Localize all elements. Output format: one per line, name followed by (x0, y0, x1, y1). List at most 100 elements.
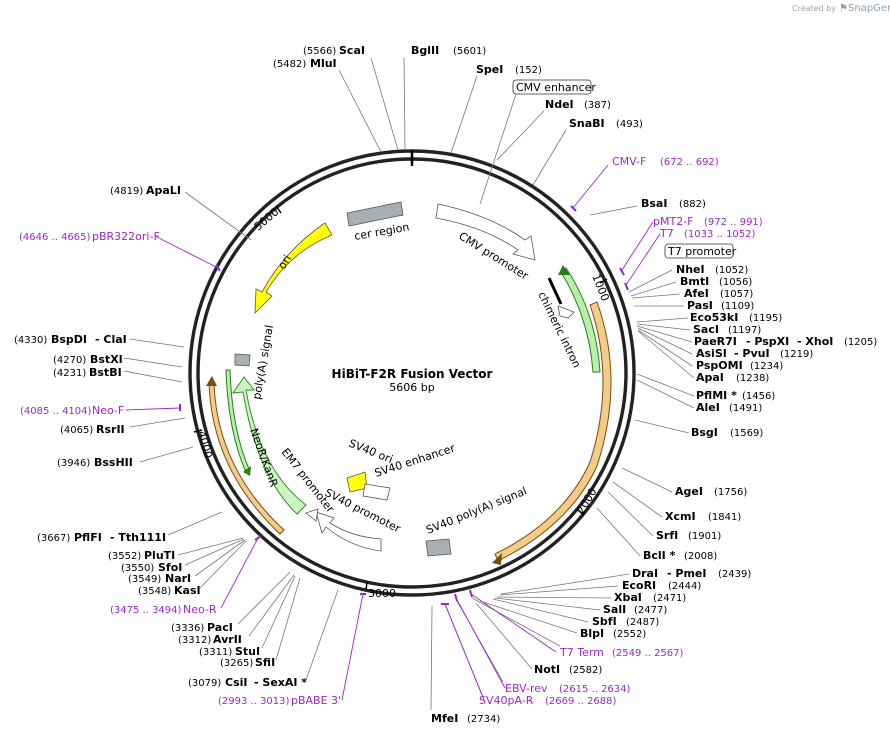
enzyme-xcmi[interactable]: XcmI (1841) (665, 510, 741, 523)
enzyme-paci[interactable]: (3336) PacI (171, 621, 233, 634)
enzyme-scai[interactable]: (5566) ScaI (303, 44, 365, 57)
enzyme-mlui[interactable]: (5482) MluI (273, 57, 337, 70)
enzyme-nhei[interactable]: NheI (1052) (676, 263, 748, 276)
enzyme-bglii[interactable]: BglII (5601) (411, 44, 486, 57)
svg-text:(1195): (1195) (749, 313, 782, 324)
enzyme-pluti[interactable]: (3552) PluTI (108, 549, 175, 562)
primer-pbabe3[interactable]: (2993 .. 3013) pBABE 3' (218, 694, 341, 707)
svg-text:KasI: KasI (174, 584, 201, 597)
orange-inner-orf[interactable] (208, 382, 285, 535)
primer-t7[interactable]: T7 (1033 .. 1052) (659, 227, 756, 240)
enzyme-ndei[interactable]: NdeI (387) (545, 98, 611, 111)
enzyme-bsshii[interactable]: (3946) BssHII (57, 456, 133, 469)
enzyme-sfoi[interactable]: (3550) SfoI (121, 561, 182, 574)
enzyme-pflmi[interactable]: PflMI * (1456) (696, 389, 775, 402)
svg-text:(3946): (3946) (57, 458, 90, 469)
enzyme-rsrii[interactable]: (4065) RsrII (60, 423, 125, 436)
enzyme-eco53ki[interactable]: Eco53kI (1195) (690, 311, 782, 324)
enzyme-bsgi[interactable]: BsgI (1569) (691, 426, 763, 439)
feature-cmv-enhancer-tag[interactable]: CMV enhancer (512, 79, 596, 95)
svg-text:CMV-F: CMV-F (612, 155, 646, 168)
neor-kanr-feature[interactable] (231, 376, 307, 515)
enzyme-bstbi[interactable]: (4231) BstBI (53, 366, 122, 379)
enzyme-ecori[interactable]: EcoRI (2444) (622, 579, 701, 592)
sv40-promoter-feature[interactable] (315, 511, 382, 552)
feature-t7-promoter-tag[interactable]: T7 promoter (664, 243, 737, 259)
enzyme-bcli[interactable]: BclI * (2008) (643, 549, 717, 562)
primer-neo-r[interactable]: (3475 .. 3494) Neo-R (110, 603, 217, 616)
svg-text:(882): (882) (679, 199, 706, 210)
enzyme-pflfi[interactable]: (3667) PflFI - Tth111I (37, 531, 166, 544)
primer-t7-term[interactable]: T7 Term (2549 .. 2567) (559, 646, 684, 659)
cer-region-feature[interactable] (346, 201, 404, 227)
svg-text:(4330): (4330) (14, 335, 47, 346)
cmv-promoter-feature[interactable] (435, 203, 536, 261)
enzyme-sfii[interactable]: (3265) SfiI (220, 656, 275, 669)
tick-3000-mark (365, 581, 368, 591)
svg-text:(5566): (5566) (303, 46, 336, 57)
primer-cmv-f[interactable]: CMV-F (672 .. 692) (612, 155, 719, 168)
primer-ebv-rev[interactable]: EBV-rev (2615 .. 2634) (505, 682, 631, 695)
enzyme-afei[interactable]: AfeI (1057) (684, 287, 753, 300)
tick-5000-mark (275, 205, 282, 214)
green-orf-feature[interactable] (560, 267, 601, 373)
enzyme-bsai[interactable]: BsaI (882) (641, 197, 706, 210)
enzyme-pasi[interactable]: PasI (1109) (687, 299, 754, 312)
svg-text:- PspXI: - PspXI (746, 335, 789, 348)
chimeric-intron-arrow[interactable] (557, 305, 575, 319)
enzyme-xbai[interactable]: XbaI (2471) (614, 591, 686, 604)
svg-text:MluI: MluI (310, 57, 337, 70)
enzyme-noti[interactable]: NotI (2582) (534, 663, 602, 676)
enzyme-bspdi[interactable]: (4330) BspDI - ClaI (14, 333, 127, 346)
enzyme-bmti[interactable]: BmtI (1056) (680, 275, 752, 288)
enzyme-asisi[interactable]: AsiSI - PvuI (1219) (696, 347, 813, 360)
enzyme-nari[interactable]: (3549) NarI (128, 572, 191, 585)
enzyme-spei[interactable]: SpeI (152) (476, 63, 542, 76)
enzyme-alei[interactable]: AleI (1491) (696, 401, 762, 414)
svg-text:SV40pA-R: SV40pA-R (479, 694, 534, 707)
primer-pmt2-f[interactable]: pMT2-F (972 .. 991) (653, 215, 763, 228)
svg-text:AgeI: AgeI (675, 485, 703, 498)
svg-text:BssHII: BssHII (94, 456, 133, 469)
primer-sv40pa-r[interactable]: SV40pA-R (2669 .. 2688) (479, 694, 617, 707)
svg-text:StuI: StuI (235, 645, 260, 658)
svg-text:(2487): (2487) (626, 617, 659, 628)
svg-text:RsrII: RsrII (96, 423, 125, 436)
enzyme-stui[interactable]: (3311) StuI (199, 645, 260, 658)
primer-neo-f[interactable]: (4085 .. 4104) Neo-F (20, 404, 124, 417)
enzyme-mfei[interactable]: MfeI (2734) (431, 712, 500, 725)
orange-orf-feature[interactable] (494, 301, 612, 562)
enzyme-blpi[interactable]: BlpI (2552) (580, 627, 646, 640)
svg-text:DraI: DraI (632, 567, 658, 580)
sv40-polya-feature[interactable] (425, 538, 452, 557)
enzyme-bstxi[interactable]: (4270) BstXI (53, 353, 123, 366)
enzyme-avrii[interactable]: (3312) AvrII (178, 633, 242, 646)
primer-pbr322ori-f[interactable]: (4646 .. 4665) pBR322ori-F (19, 230, 160, 243)
svg-text:(4646 .. 4665): (4646 .. 4665) (19, 232, 91, 243)
enzyme-saci[interactable]: SacI (1197) (693, 323, 761, 336)
polya-feature[interactable] (234, 353, 251, 367)
enzyme-apali[interactable]: (4819) ApaLI (110, 184, 181, 197)
enzyme-srfi[interactable]: SrfI (1901) (656, 529, 721, 542)
enzyme-apai[interactable]: ApaI (1238) (696, 371, 769, 384)
enzyme-kasi[interactable]: (3548) KasI (138, 584, 201, 597)
sv40-enhancer-feature[interactable] (362, 483, 391, 501)
enzyme-sali[interactable]: SalI (2477) (603, 603, 667, 616)
ori-feature[interactable] (254, 222, 333, 315)
enzyme-labels: (5566) ScaI (5482) MluI BglII (5601) Spe… (14, 44, 877, 725)
enzyme-snabi[interactable]: SnaBI (493) (569, 117, 643, 130)
enzyme-csii[interactable]: (3079) CsiI - SexAI * (188, 676, 307, 689)
enzyme-paer7i[interactable]: PaeR7I - PspXI - XhoI (1205) (694, 335, 877, 348)
svg-text:AvrII: AvrII (213, 633, 242, 646)
tick-4000-mark (193, 429, 203, 433)
svg-text:NdeI: NdeI (545, 98, 574, 111)
enzyme-drai[interactable]: DraI - PmeI (2439) (632, 567, 751, 580)
svg-text:(1901): (1901) (688, 531, 721, 542)
enzyme-agei[interactable]: AgeI (1756) (675, 485, 747, 498)
enzyme-sbfi[interactable]: SbfI (2487) (592, 615, 659, 628)
svg-text:PluTI: PluTI (144, 549, 175, 562)
em7-promoter-feature[interactable] (305, 508, 319, 522)
orange-inner-tip (206, 376, 217, 386)
enzyme-pspomi[interactable]: PspOMI (1234) (696, 359, 783, 372)
